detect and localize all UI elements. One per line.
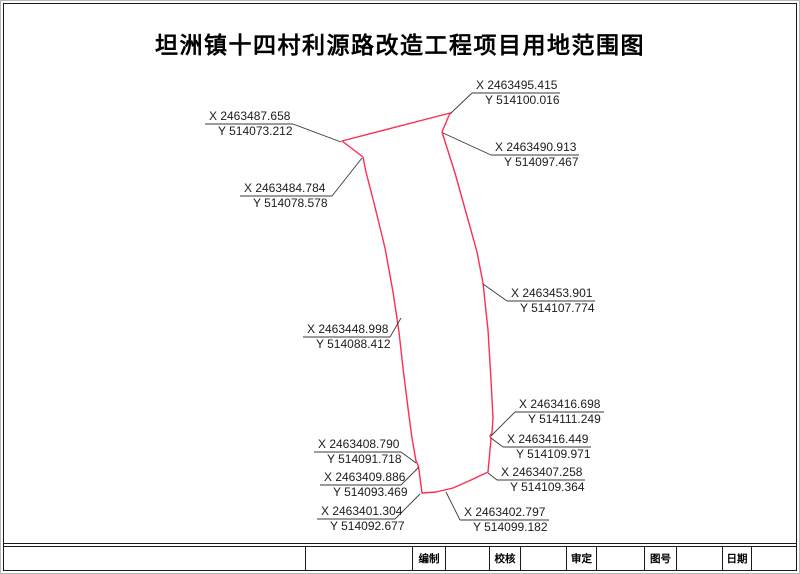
titleblock-cell-empty (306, 547, 413, 570)
coordinate-label: X 2463407.258 Y 514109.364 (497, 465, 585, 494)
boundary-polygon (341, 112, 494, 494)
coordinate-label: X 2463453.901 Y 514107.774 (507, 286, 595, 315)
drawing-title: 坦洲镇十四村利源路改造工程项目用地范围图 (155, 32, 645, 58)
title-block: 编制 校核 审定 图号 日期 (4, 546, 796, 570)
titleblock-cell-empty (446, 547, 490, 570)
leader-underlines (205, 92, 604, 521)
y-coordinate: Y 514092.677 (330, 519, 405, 533)
coordinate-label: X 2463490.913 Y 514097.467 (491, 140, 579, 169)
titleblock-top-hairline (4, 543, 796, 544)
y-coordinate: Y 514111.249 (528, 412, 601, 426)
coordinate-label: X 2463408.790 Y 514091.718 (314, 437, 402, 466)
x-coordinate: X 2463401.304 (321, 504, 403, 518)
titleblock-cell-empty (752, 547, 796, 570)
y-coordinate: Y 514093.469 (333, 485, 408, 499)
titleblock-cell-empty (521, 547, 567, 570)
coordinate-label: X 2463401.304 Y 514092.677 (317, 504, 405, 533)
titleblock-label-drawing-no: 图号 (645, 547, 677, 570)
y-coordinate: Y 514097.467 (504, 155, 579, 169)
coordinate-label: X 2463416.449 Y 514109.971 (503, 432, 591, 461)
titleblock-label-approver: 审定 (567, 547, 597, 570)
titleblock-label-date: 日期 (723, 547, 752, 570)
coordinate-label: X 2463487.658 Y 514073.212 (205, 109, 293, 138)
coordinate-label: X 2463448.998 Y 514088.412 (303, 322, 391, 351)
x-coordinate: X 2463495.415 (476, 78, 558, 92)
x-coordinate: X 2463487.658 (209, 109, 291, 123)
y-coordinate: Y 514100.016 (485, 93, 560, 107)
coordinate-label: X 2463416.698 Y 514111.249 (515, 397, 601, 426)
x-coordinate: X 2463453.901 (511, 286, 593, 300)
titleblock-cell-empty (4, 547, 306, 570)
coordinate-label: X 2463409.886 Y 514093.469 (320, 470, 408, 499)
y-coordinate: Y 514073.212 (218, 124, 293, 138)
x-coordinate: X 2463402.797 (464, 505, 546, 519)
y-coordinate: Y 514078.578 (253, 196, 328, 210)
x-coordinate: X 2463408.790 (318, 437, 400, 451)
leader-lines (292, 92, 516, 521)
titleblock-cell-empty (677, 547, 723, 570)
x-coordinate: X 2463409.886 (324, 470, 406, 484)
y-coordinate: Y 514088.412 (316, 337, 391, 351)
x-coordinate: X 2463448.998 (307, 322, 389, 336)
x-coordinate: X 2463490.913 (495, 140, 577, 154)
x-coordinate: X 2463416.449 (507, 432, 589, 446)
x-coordinate: X 2463416.698 (519, 397, 601, 411)
y-coordinate: Y 514109.971 (516, 447, 591, 461)
coordinate-label: X 2463402.797 Y 514099.182 (460, 505, 548, 534)
y-coordinate: Y 514109.364 (510, 480, 585, 494)
y-coordinate: Y 514091.718 (327, 452, 402, 466)
y-coordinate: Y 514099.182 (473, 520, 548, 534)
titleblock-label-compiler: 编制 (413, 547, 446, 570)
titleblock-cell-empty (597, 547, 645, 570)
x-coordinate: X 2463484.784 (244, 181, 326, 195)
coordinate-label: X 2463484.784 Y 514078.578 (240, 181, 328, 210)
x-coordinate: X 2463407.258 (501, 465, 583, 479)
y-coordinate: Y 514107.774 (520, 301, 595, 315)
titleblock-label-checker: 校核 (490, 547, 521, 570)
coordinate-label: X 2463495.415 Y 514100.016 (472, 78, 560, 107)
